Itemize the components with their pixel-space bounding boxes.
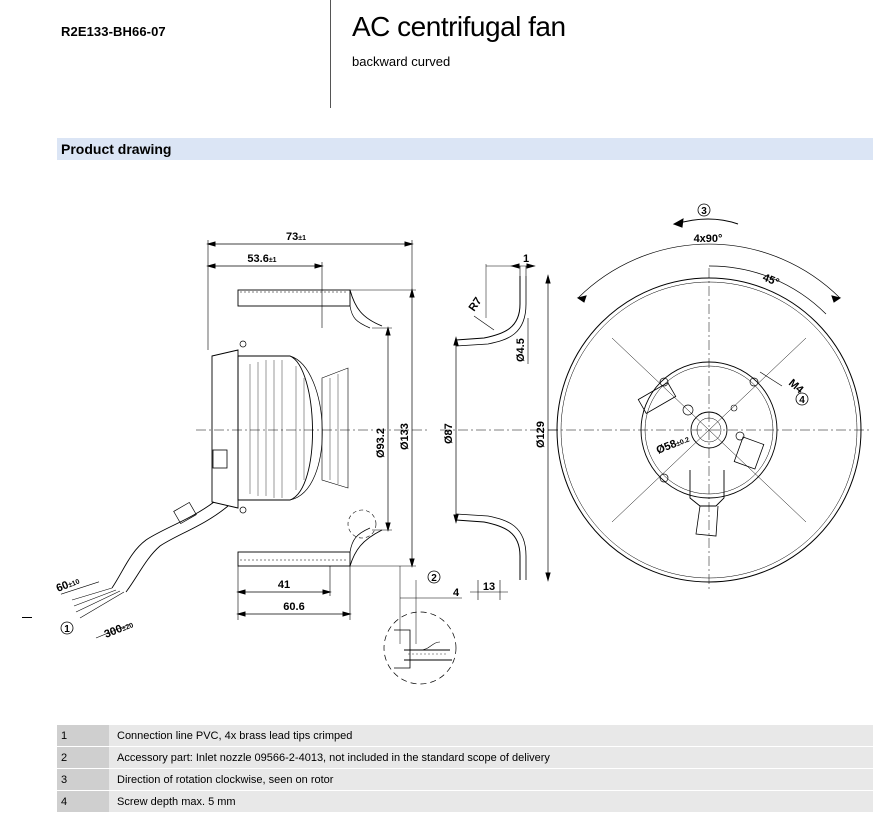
section-title: Product drawing [61, 141, 172, 157]
front-view [548, 218, 870, 592]
legend-number: 1 [57, 724, 109, 747]
legend-number: 3 [57, 768, 109, 791]
dim-cable-length: 300±20 [103, 618, 135, 640]
table-row: 1 Connection line PVC, 4x brass lead tip… [57, 724, 873, 747]
legend-text: Direction of rotation clockwise, seen on… [109, 768, 873, 791]
dim-nozzle-depth: 13 [483, 581, 495, 593]
dim-nozzle-outer: Ø129 [535, 421, 547, 448]
dim-outer-diameter: Ø133 [399, 423, 411, 450]
legend-text: Screw depth max. 5 mm [109, 790, 873, 812]
table-row: 4 Screw depth max. 5 mm [57, 790, 873, 812]
section-bar: Product drawing [57, 138, 873, 160]
dim-thread: M4 [786, 377, 806, 397]
callout-3: 3 [701, 206, 707, 217]
dim-nozzle-inner: Ø87 [443, 423, 455, 444]
dim-rotor-length: 53.6±1 [247, 253, 276, 265]
dim-detail-4: 4 [453, 587, 460, 599]
dim-bottom-606: 60.6 [283, 601, 304, 613]
table-row: 3 Direction of rotation clockwise, seen … [57, 768, 873, 791]
product-drawing: 73±1 53.6±1 Ø93.2 Ø133 41 60.6 60±10 300… [55, 203, 870, 685]
nozzle-view [399, 263, 560, 644]
dim-angle-4x90: 4x90° [694, 233, 723, 245]
legend-number: 4 [57, 790, 109, 812]
dim-nozzle-radius: R7 [467, 295, 485, 313]
dim-overall-length: 73±1 [286, 231, 306, 243]
callout-4: 4 [799, 395, 805, 406]
callout-1: 1 [64, 624, 70, 635]
page-subtitle: backward curved [352, 54, 451, 69]
dim-hub-diameter: Ø58±0.2 [655, 433, 691, 457]
callout-2: 2 [431, 573, 437, 584]
legend-table: 1 Connection line PVC, 4x brass lead tip… [57, 724, 873, 812]
legend-number: 2 [57, 746, 109, 769]
dim-nozzle-hole: Ø4.5 [515, 338, 527, 362]
margin-mark [22, 617, 32, 618]
header-divider [330, 0, 331, 108]
page-title: AC centrifugal fan [352, 11, 566, 42]
dim-lead-tips: 60±10 [55, 575, 82, 595]
dim-nozzle-thickness: 1 [523, 253, 529, 265]
detail-view [383, 611, 457, 685]
model-id: R2E133-BH66-07 [61, 24, 166, 39]
dim-inlet-diameter: Ø93.2 [375, 428, 387, 458]
table-row: 2 Accessory part: Inlet nozzle 09566-2-4… [57, 746, 873, 769]
legend-text: Accessory part: Inlet nozzle 09566-2-401… [109, 746, 873, 769]
legend-text: Connection line PVC, 4x brass lead tips … [109, 724, 873, 747]
dim-angle-45: 45° [761, 272, 781, 289]
dim-bottom-41: 41 [278, 579, 290, 591]
side-view [60, 240, 430, 639]
